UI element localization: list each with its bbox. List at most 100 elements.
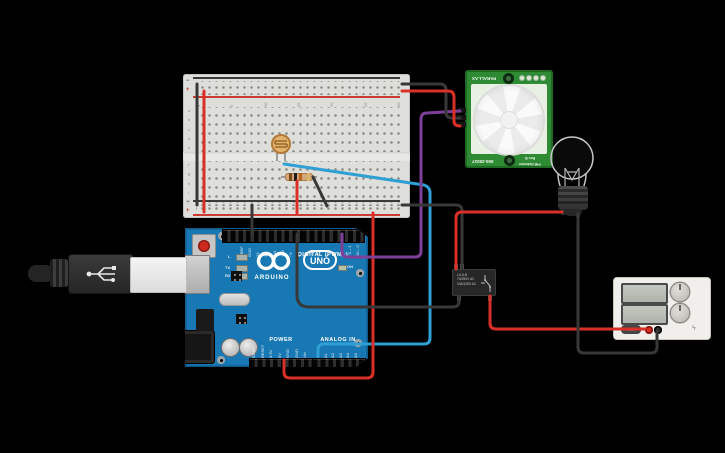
power-supply[interactable]: ϟ (613, 277, 711, 340)
center-gap (183, 152, 410, 161)
pir-jumper-pad (541, 76, 545, 80)
bulb-terminal[interactable] (561, 209, 565, 215)
icsp-header-2[interactable] (236, 314, 247, 324)
analog-label: ANALOG IN (320, 337, 356, 343)
pir-brand-text: PARALLAX (472, 75, 497, 81)
top-minus-label: − (186, 78, 190, 84)
power-label: POWER (269, 337, 293, 343)
pir-rev-text: Rev B (525, 155, 536, 160)
row-letter: h (188, 180, 191, 186)
arduino-brand: ARDUINO (254, 275, 290, 281)
column-number: 20 (329, 102, 335, 107)
psu-positive-terminal[interactable] (645, 326, 653, 334)
analog-header[interactable] (312, 358, 366, 367)
row-letter: a (188, 108, 191, 113)
row-letter: i (188, 189, 189, 195)
psu-voltage-knob[interactable] (671, 283, 689, 301)
relay-switch-icon (481, 275, 491, 292)
bulb-base (558, 186, 588, 210)
relay-marking: LU-5-B (457, 273, 468, 277)
column-number: 1 (196, 104, 201, 107)
pir-pin-vcc[interactable] (457, 122, 466, 127)
row-letter: b (188, 117, 191, 123)
light-bulb[interactable] (545, 128, 605, 220)
bottom-negative-rail-holes[interactable] (196, 202, 400, 209)
photoresistor-leg (284, 150, 286, 161)
pin-label: 5V (276, 353, 282, 358)
bottom-minus-label: − (186, 199, 190, 205)
pin-label: A3 (337, 353, 343, 358)
row-letter: c (188, 126, 190, 132)
mounting-hole (217, 356, 225, 364)
arduino-logo-icon (256, 251, 291, 271)
resistor-band (307, 173, 310, 181)
photoresistor-track (274, 140, 288, 148)
pin-label: A2 (330, 353, 336, 358)
led-l-label: L (228, 254, 231, 259)
bulb-socket-tip (564, 209, 582, 216)
pir-pin-out[interactable] (457, 108, 466, 113)
wire-neg-rail-to-pir-gnd[interactable] (400, 82, 462, 120)
relay-rating-ac: 7A/250V AC (457, 277, 475, 282)
wire-pos-rail-to-pir-vcc[interactable] (400, 89, 462, 128)
usb-plug-body (68, 254, 134, 294)
column-number: 25 (362, 102, 368, 107)
top-positive-rail-holes[interactable] (196, 88, 400, 95)
pir-part-number: 555-28027 (472, 158, 494, 164)
top-negative-rail-holes[interactable] (196, 81, 400, 88)
psu-negative-terminal[interactable] (654, 326, 662, 334)
pin-label: RESET (259, 344, 265, 358)
psu-current-display (621, 304, 668, 325)
mounting-hole (356, 269, 364, 277)
resistor[interactable] (281, 172, 317, 182)
column-number: 15 (295, 102, 301, 107)
bulb-terminal[interactable] (576, 209, 580, 217)
pin-label: GND (285, 349, 290, 358)
relay[interactable]: LU-5-B 7A/250V AC 10A/125V AC (452, 269, 496, 296)
capacitor (221, 338, 240, 357)
pir-detector-text: PIR Detector (519, 161, 541, 166)
psu-current-knob[interactable] (671, 304, 689, 322)
voltage-regulator (196, 309, 214, 331)
led-rx-label: RX (225, 273, 231, 278)
led-tx-label: TX (225, 265, 231, 270)
pin-label: Vin (302, 352, 307, 358)
usb-cable-strain-relief (50, 259, 68, 287)
psu-voltage-display (621, 283, 668, 304)
bottom-positive-rail-line (193, 214, 400, 216)
digital-header-right[interactable] (301, 229, 365, 243)
photoresistor[interactable] (271, 134, 291, 161)
wire-relay-to-bulb[interactable] (454, 210, 564, 271)
usb-port[interactable] (185, 255, 210, 294)
psu-power-button[interactable] (621, 325, 641, 334)
led-on (338, 265, 347, 271)
pir-sensor[interactable]: PARALLAX 555-28027 Rev B PIR Detector (465, 70, 553, 168)
pin-label: A1 (322, 353, 328, 358)
relay-rating-dc: 10A/125V AC (457, 281, 477, 286)
power-header[interactable] (249, 358, 315, 367)
pin-label: A0 (315, 353, 320, 358)
top-grid-holes[interactable] (196, 107, 400, 152)
digital-header-left[interactable] (222, 229, 305, 243)
column-number: 10 (262, 102, 268, 107)
pin-label: 3.3V (268, 349, 273, 358)
pir-pin-gnd[interactable] (457, 115, 466, 120)
icsp-header[interactable] (231, 271, 242, 281)
wire-neg-rail-to-relay[interactable] (400, 203, 464, 271)
resistor-band (299, 173, 302, 181)
top-positive-rail-line (193, 95, 400, 98)
power-jack[interactable] (185, 330, 215, 364)
pin-label: GND (293, 349, 299, 358)
bulb-glass (550, 136, 594, 187)
top-negative-rail-line (193, 77, 400, 79)
column-number: 30 (395, 102, 401, 107)
led-on-label: ON (347, 264, 353, 269)
pin-label: A5 (352, 353, 358, 358)
